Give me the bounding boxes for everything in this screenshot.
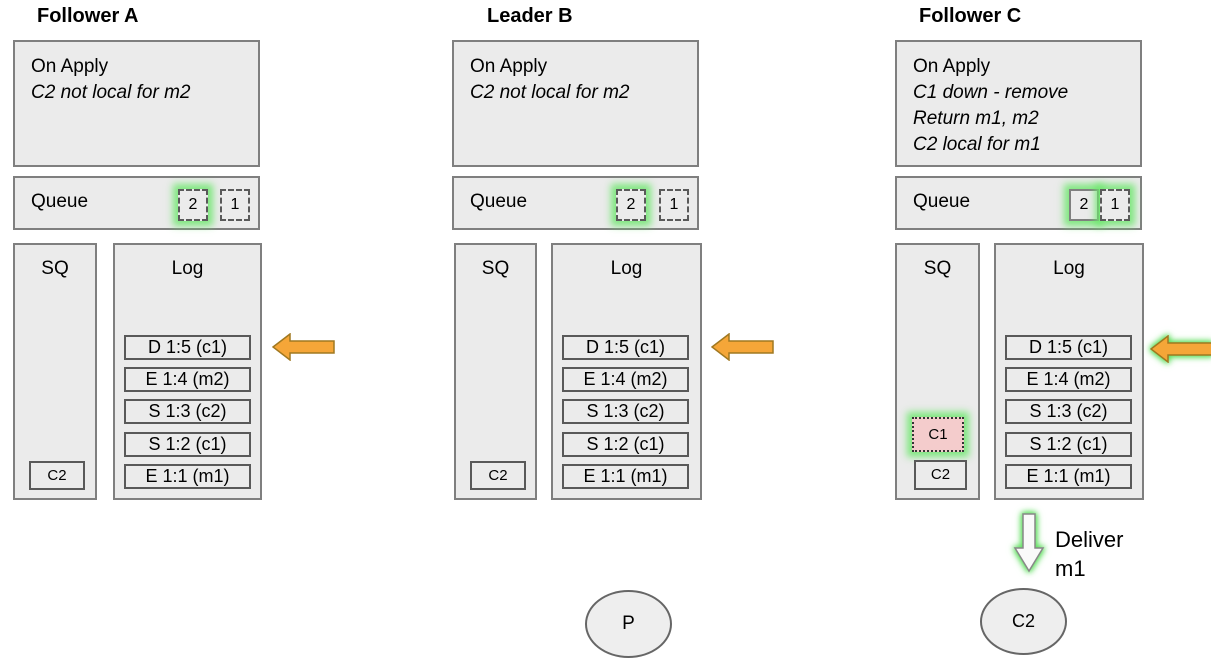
log-entry: E 1:4 (m2): [1005, 367, 1132, 392]
node-follower-c: Follower C On Apply C1 down - remove Ret…: [895, 0, 1211, 669]
log-entry: E 1:4 (m2): [562, 367, 689, 392]
log-entry: E 1:1 (m1): [1005, 464, 1132, 489]
on-apply-label: On Apply: [913, 56, 991, 77]
log-panel: Log D 1:5 (c1) E 1:4 (m2) S 1:3 (c2) S 1…: [994, 243, 1144, 500]
queue-panel: Queue 2 1: [452, 176, 699, 230]
log-label: Log: [1053, 258, 1085, 279]
queue-item-2: 2: [1069, 189, 1099, 221]
queue-item-1: 1: [659, 189, 689, 221]
queue-label: Queue: [31, 191, 89, 212]
sq-label: SQ: [923, 258, 952, 279]
sq-item-c1-removed: C1: [912, 417, 964, 452]
actor-label: C2: [1011, 611, 1035, 631]
log-entry: E 1:1 (m1): [562, 464, 689, 489]
on-apply-label: On Apply: [31, 56, 109, 77]
log-entry: S 1:3 (c2): [1005, 399, 1132, 424]
log-entry: D 1:5 (c1): [562, 335, 689, 360]
log-panel: Log D 1:5 (c1) E 1:4 (m2) S 1:3 (c2) S 1…: [551, 243, 702, 500]
process-actor-ellipse: P: [585, 590, 672, 658]
queue-label: Queue: [913, 191, 971, 212]
sq-label: SQ: [41, 258, 69, 279]
log-entry: S 1:2 (c1): [562, 432, 689, 457]
apply-pointer-arrow-icon: [272, 333, 335, 361]
node-title: Follower A: [37, 5, 139, 27]
queue-item-2: 2: [616, 189, 646, 221]
queue-panel: Queue 2 1: [895, 176, 1142, 230]
queue-panel: Queue 2 1: [13, 176, 260, 230]
queue-label: Queue: [470, 191, 528, 212]
queue-item-2: 2: [178, 189, 208, 221]
queue-item-1: 1: [220, 189, 250, 221]
sq-label: SQ: [481, 258, 510, 279]
log-entry: E 1:1 (m1): [124, 464, 251, 489]
on-apply-panel: On Apply C2 not local for m2: [13, 40, 260, 167]
on-apply-panel: On Apply C2 not local for m2: [452, 40, 699, 167]
actor-label: P: [622, 613, 635, 634]
log-entry: S 1:3 (c2): [124, 399, 251, 424]
node-follower-a: Follower A On Apply C2 not local for m2 …: [13, 0, 363, 669]
log-label: Log: [171, 258, 204, 279]
apply-pointer-arrow-icon: [1150, 335, 1211, 363]
on-apply-note: C1 down - remove: [913, 82, 1069, 103]
on-apply-note: C2 not local for m2: [470, 82, 630, 103]
log-panel: Log D 1:5 (c1) E 1:4 (m2) S 1:3 (c2) S 1…: [113, 243, 262, 500]
node-leader-b: Leader B On Apply C2 not local for m2 Qu…: [452, 0, 802, 669]
on-apply-note: Return m1, m2: [913, 108, 1039, 129]
log-entry: S 1:2 (c1): [124, 432, 251, 457]
log-entry: S 1:3 (c2): [562, 399, 689, 424]
sq-panel: SQ C2: [13, 243, 97, 500]
on-apply-panel: On Apply C1 down - remove Return m1, m2 …: [895, 40, 1142, 167]
on-apply-note: C2 not local for m2: [31, 82, 191, 103]
on-apply-note: C2 local for m1: [913, 134, 1041, 155]
node-title: Follower C: [919, 5, 1022, 27]
sq-item-c2: C2: [29, 461, 85, 490]
sq-panel: SQ C1 C2: [895, 243, 980, 500]
apply-pointer-arrow-icon: [711, 333, 774, 361]
log-entry: D 1:5 (c1): [1005, 335, 1132, 360]
log-entry: S 1:2 (c1): [1005, 432, 1132, 457]
sq-item-c2: C2: [470, 461, 526, 490]
log-entry: E 1:4 (m2): [124, 367, 251, 392]
queue-item-1: 1: [1100, 189, 1130, 221]
log-label: Log: [610, 258, 643, 279]
node-title: Leader B: [487, 5, 573, 27]
deliver-label: Deliver m1: [1055, 527, 1124, 581]
on-apply-label: On Apply: [470, 56, 548, 77]
log-entry: D 1:5 (c1): [124, 335, 251, 360]
deliver-arrow-icon: [1013, 513, 1045, 573]
sq-panel: SQ C2: [454, 243, 537, 500]
sq-item-c2: C2: [914, 460, 967, 490]
client-actor-ellipse: C2: [980, 588, 1067, 655]
